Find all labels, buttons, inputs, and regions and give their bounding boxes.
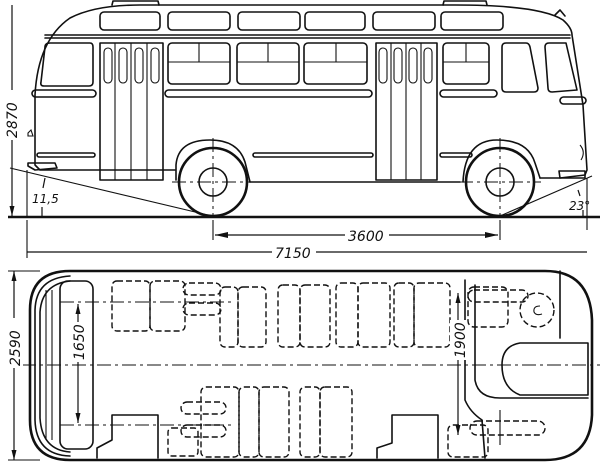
roof-vent-rear <box>442 0 488 6</box>
rear-seat-width-label: 1650 <box>72 324 88 360</box>
front-bumper <box>558 170 586 179</box>
seat-row-lower <box>167 386 353 458</box>
main-window-row <box>40 42 578 93</box>
front-door-step <box>376 414 439 459</box>
steering-hub <box>533 305 543 316</box>
front-interior-width-label: 1900 <box>453 322 469 358</box>
plan-outline <box>28 269 594 462</box>
wheelbase-label: 3600 <box>348 229 384 245</box>
rear-light <box>27 128 34 137</box>
driver-pedal-box <box>447 424 489 458</box>
roof-marker <box>554 9 566 17</box>
bus-body-outline <box>34 4 588 183</box>
overall-height-label: 2870 <box>5 102 21 138</box>
upper-window-row <box>99 11 504 31</box>
side-trim-strips <box>31 89 587 158</box>
headlight <box>579 144 584 161</box>
seat-row-upper <box>111 280 451 348</box>
overall-length-label: 7150 <box>275 246 311 262</box>
front-approach-angle-line <box>499 175 593 217</box>
steering-wheel <box>519 292 555 328</box>
rear-angle-arrows <box>41 177 46 216</box>
rear-departure-angle-line <box>9 167 213 217</box>
driver-partition <box>464 279 486 459</box>
rear-overhang-angle-label: 11,5 <box>32 192 59 206</box>
front-door <box>99 42 164 181</box>
front-angle-arrows <box>577 189 584 216</box>
front-wheel-arch <box>462 139 541 183</box>
plan-view: 1650 2590 <box>5 269 600 462</box>
overall-width-label: 2590 <box>8 330 24 366</box>
side-elevation-view: 11,5 23° 2870 3600 7150 <box>3 0 600 262</box>
rear-wheel-arch <box>175 139 251 183</box>
engine-cover <box>501 342 589 396</box>
front-overhang-angle-label: 23° <box>569 199 590 213</box>
rear-wall-inner-2 <box>39 280 71 453</box>
rear-bench-seat <box>59 280 94 450</box>
front-lower-seat <box>469 420 546 436</box>
front-wheel <box>459 138 541 218</box>
engine-cover-outer <box>474 284 589 399</box>
rear-door <box>375 42 438 181</box>
rear-bumper <box>27 162 58 171</box>
roof-vent-front <box>111 0 160 6</box>
rear-door-step <box>96 414 159 459</box>
driver-seat <box>467 286 509 328</box>
rear-wheel <box>172 138 254 218</box>
